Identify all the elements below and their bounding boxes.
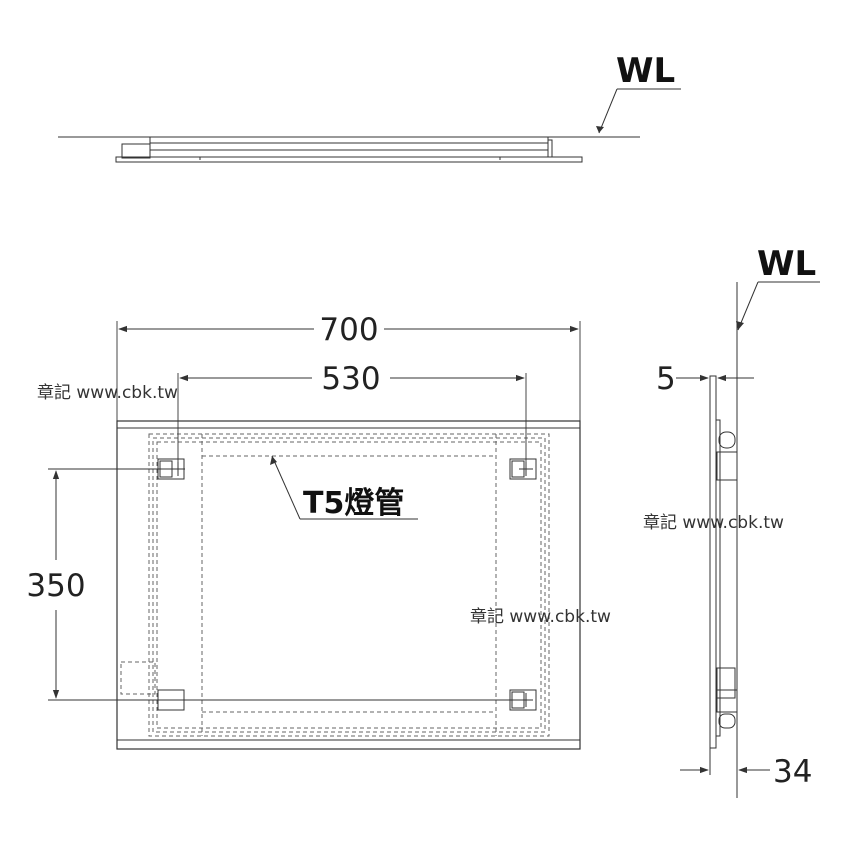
top-view-bracket-right xyxy=(547,139,553,158)
front-view xyxy=(48,321,581,750)
dim-350: 350 xyxy=(26,568,85,604)
t5-lamp-label: T5燈管 xyxy=(303,486,404,521)
wl-side-label: WL xyxy=(757,244,816,284)
side-view xyxy=(676,281,820,798)
dim-34: 34 xyxy=(773,754,812,790)
wl-top-arrow xyxy=(596,126,604,133)
dim-530: 530 xyxy=(321,361,380,397)
watermark-2: 章記 www.cbk.tw xyxy=(643,513,784,533)
wl-top-label: WL xyxy=(616,51,675,91)
top-view-bracket-left xyxy=(121,143,151,159)
dim-700: 700 xyxy=(319,312,378,348)
wl-side-leader xyxy=(737,281,759,331)
dim-5: 5 xyxy=(656,361,676,397)
lamp-area xyxy=(120,433,550,737)
top-view-body xyxy=(149,136,549,158)
side-bracket-top-knob xyxy=(718,431,736,449)
mirror-outline xyxy=(116,420,581,750)
side-mirror-panel xyxy=(709,375,717,749)
side-bracket-top xyxy=(716,451,738,481)
top-view-mirror-plate xyxy=(115,156,583,163)
top-view xyxy=(58,88,681,163)
watermark-1: 章記 www.cbk.tw xyxy=(37,383,178,403)
wl-top-leader xyxy=(598,88,618,134)
side-bracket-bottom-knob xyxy=(718,713,736,729)
watermark-3: 章記 www.cbk.tw xyxy=(470,607,611,627)
side-bracket-bottom xyxy=(716,689,738,713)
hook-top-right xyxy=(509,458,537,480)
